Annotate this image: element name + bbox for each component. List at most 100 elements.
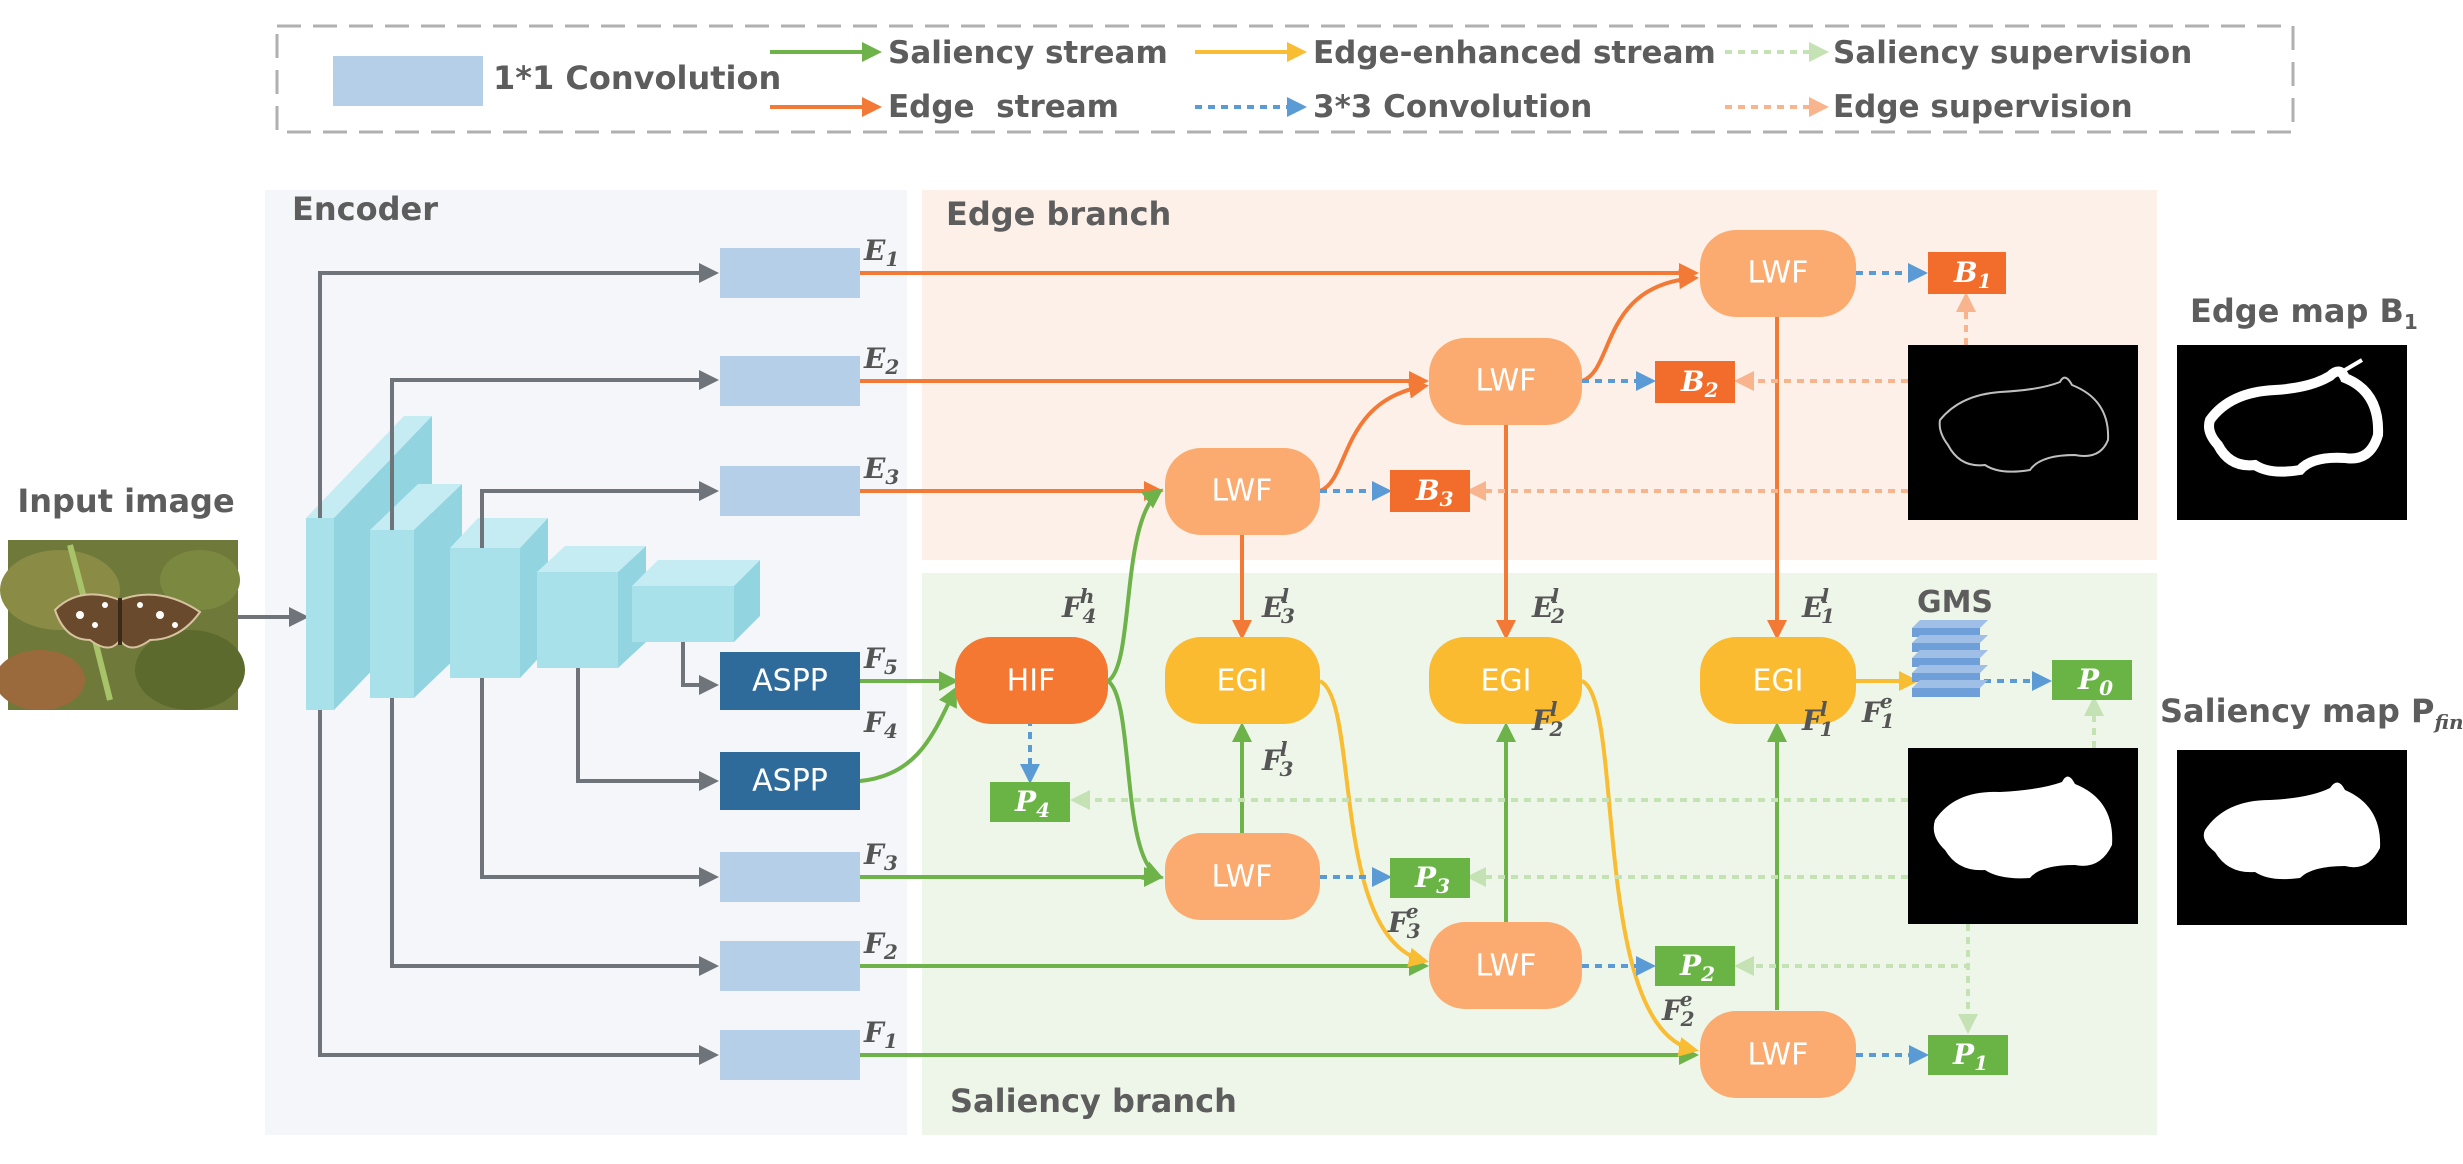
edge-ground-truth: [1908, 345, 2138, 520]
svg-text:Fe1: Fe1: [1861, 689, 1895, 733]
svg-text:F1: F1: [863, 1016, 898, 1053]
encoder-title: Encoder: [292, 190, 438, 228]
conv1x1-e3: [720, 466, 860, 516]
svg-text:LWF: LWF: [1748, 1038, 1809, 1073]
svg-text:E2: E2: [863, 342, 899, 379]
svg-text:El2: El2: [1531, 584, 1565, 628]
svg-text:EGI: EGI: [1216, 664, 1267, 699]
aspp-bottom: ASPP: [720, 752, 860, 810]
edge-supervision-arrows: [1466, 292, 1976, 501]
svg-text:LWF: LWF: [1212, 860, 1273, 895]
svg-text:Fl2: Fl2: [1531, 697, 1564, 741]
svg-text:F3: F3: [863, 838, 898, 875]
svg-text:Fl1: Fl1: [1801, 697, 1833, 741]
legend-saliency-stream-label: Saliency stream: [888, 35, 1168, 71]
conv1x1-f1: [720, 1030, 860, 1080]
legend-frame: [275, 24, 2295, 134]
legend-saliency-sup-label: Saliency supervision: [1833, 35, 2192, 71]
svg-text:F2: F2: [863, 927, 898, 964]
gms-label: GMS: [1917, 585, 1993, 620]
output-p1: P1: [1928, 1035, 2008, 1075]
saliency-map-output: [2177, 750, 2407, 925]
output-p2: P2: [1655, 946, 1735, 986]
output-p0: P0: [2052, 660, 2132, 700]
encoder-stage-3: [450, 518, 548, 678]
svg-text:P2: P2: [1679, 949, 1715, 986]
svg-text:LWF: LWF: [1212, 474, 1273, 509]
lwf-edge-3: LWF: [1165, 448, 1320, 535]
output-b1: B1: [1928, 252, 2006, 294]
edge-map-output: [2177, 345, 2407, 520]
input-image-label: Input image: [17, 482, 234, 520]
svg-text:Fe2: Fe2: [1661, 987, 1695, 1031]
svg-text:El1: El1: [1801, 584, 1835, 628]
svg-text:F4: F4: [863, 706, 898, 743]
legend-conv1x1-swatch: [333, 56, 483, 106]
edge-branch-title: Edge branch: [946, 195, 1171, 233]
edge-enhanced-arrows: [1318, 671, 1919, 1057]
egi-module-1: EGI: [1700, 637, 1856, 724]
encoder-connectors: [318, 263, 719, 1065]
svg-text:EGI: EGI: [1752, 664, 1803, 699]
saliency-ground-truth: [1908, 748, 2138, 924]
legend-edge-stream-label: Edge stream: [888, 89, 1119, 125]
lwf-saliency-3: LWF: [1165, 833, 1320, 920]
encoder-stage-4: [537, 546, 646, 668]
svg-text:EGI: EGI: [1480, 664, 1531, 699]
svg-text:P0: P0: [2077, 663, 2113, 700]
svg-text:LWF: LWF: [1476, 364, 1537, 399]
svg-text:ASPP: ASPP: [752, 764, 828, 799]
lwf-saliency-1: LWF: [1700, 1011, 1856, 1098]
svg-text:LWF: LWF: [1476, 949, 1537, 984]
output-p4: P4: [990, 782, 1070, 822]
aspp-top: ASPP: [720, 652, 860, 710]
svg-text:B3: B3: [1415, 474, 1454, 511]
output-p3: P3: [1390, 858, 1470, 898]
legend-conv1x1-label: 1*1 Convolution: [493, 59, 781, 97]
egi-module-3: EGI: [1165, 637, 1320, 724]
saliency-stream-arrows: [859, 488, 1787, 1065]
svg-text:B1: B1: [1953, 256, 1992, 293]
conv1x1-e1: [720, 248, 860, 298]
legend-edge-enhanced-label: Edge-enhanced stream: [1313, 35, 1716, 71]
lwf-saliency-2: LWF: [1429, 922, 1582, 1009]
output-b2: B2: [1655, 361, 1735, 403]
svg-text:Fh4: Fh4: [1061, 584, 1096, 628]
encoder-stage-5: [632, 560, 760, 642]
gms-stack-icon: [1912, 620, 1988, 697]
input-image: [0, 540, 245, 710]
svg-text:Fe3: Fe3: [1387, 899, 1421, 943]
svg-text:Fl3: Fl3: [1261, 737, 1294, 781]
lwf-edge-1: LWF: [1700, 230, 1856, 317]
legend-conv3x3-label: 3*3 Convolution: [1313, 89, 1592, 125]
svg-text:P1: P1: [1952, 1038, 1988, 1075]
conv3x3-arrows: [1020, 263, 2052, 1065]
conv1x1-e2: [720, 356, 860, 406]
encoder-backbone: [306, 416, 760, 710]
output-b3: B3: [1390, 470, 1470, 512]
svg-text:ASPP: ASPP: [752, 664, 828, 699]
saliency-supervision-arrows: [1070, 696, 2104, 1034]
svg-text:El3: El3: [1261, 584, 1295, 628]
conv1x1-f3: [720, 852, 860, 902]
svg-text:HIF: HIF: [1007, 664, 1056, 699]
legend-edge-sup-label: Edge supervision: [1833, 89, 2133, 125]
legend: 1*1 Convolution Saliency stream Edge str…: [275, 24, 2295, 134]
hif-module: HIF: [955, 637, 1108, 724]
svg-text:E3: E3: [863, 452, 899, 489]
saliency-map-title: Saliency map Pfinal: [2160, 692, 2463, 734]
edge-stream-arrows: [860, 263, 1787, 640]
svg-text:P4: P4: [1014, 785, 1050, 822]
conv1x1-f2: [720, 941, 860, 991]
svg-text:F5: F5: [863, 642, 898, 679]
conv1x1-blocks: [720, 248, 860, 1080]
egi-module-2: EGI: [1429, 637, 1582, 724]
lwf-edge-2: LWF: [1429, 338, 1582, 425]
svg-text:P3: P3: [1414, 861, 1450, 898]
svg-text:E1: E1: [863, 234, 899, 271]
edge-map-title: Edge map B1: [2190, 292, 2418, 334]
saliency-branch-title: Saliency branch: [950, 1082, 1237, 1120]
svg-text:B2: B2: [1680, 365, 1719, 402]
